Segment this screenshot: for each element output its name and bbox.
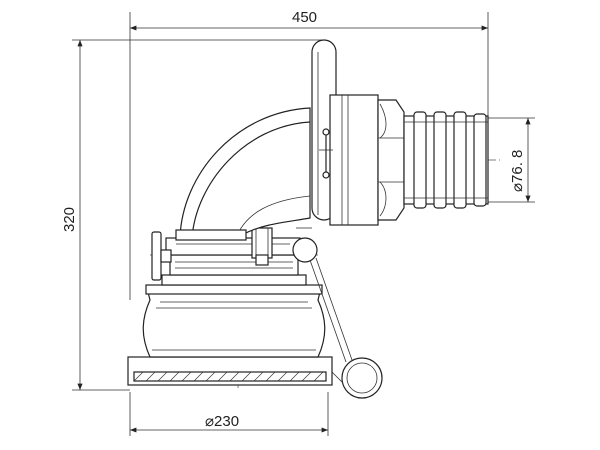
locking-knob [292,227,318,263]
width-dimension-label: 450 [292,9,317,26]
elbow-pipe [175,107,311,241]
dimension-width: 450 [129,9,489,300]
side-handwheel [151,231,172,281]
valve-stem [251,227,273,266]
dimension-base-diameter: ⌀230 [129,392,329,436]
chain-and-cap [309,257,383,399]
coupling-diameter-label: ⌀76. 8 [509,150,526,192]
height-dimension-label: 320 [61,207,78,232]
dimension-coupling-diameter: ⌀76. 8 [486,117,535,203]
base-hatching [133,371,324,382]
hose-tail [403,111,489,209]
coupling-head [319,94,405,226]
base-diameter-label: ⌀230 [205,413,239,430]
dimension-height: 320 [61,39,322,391]
